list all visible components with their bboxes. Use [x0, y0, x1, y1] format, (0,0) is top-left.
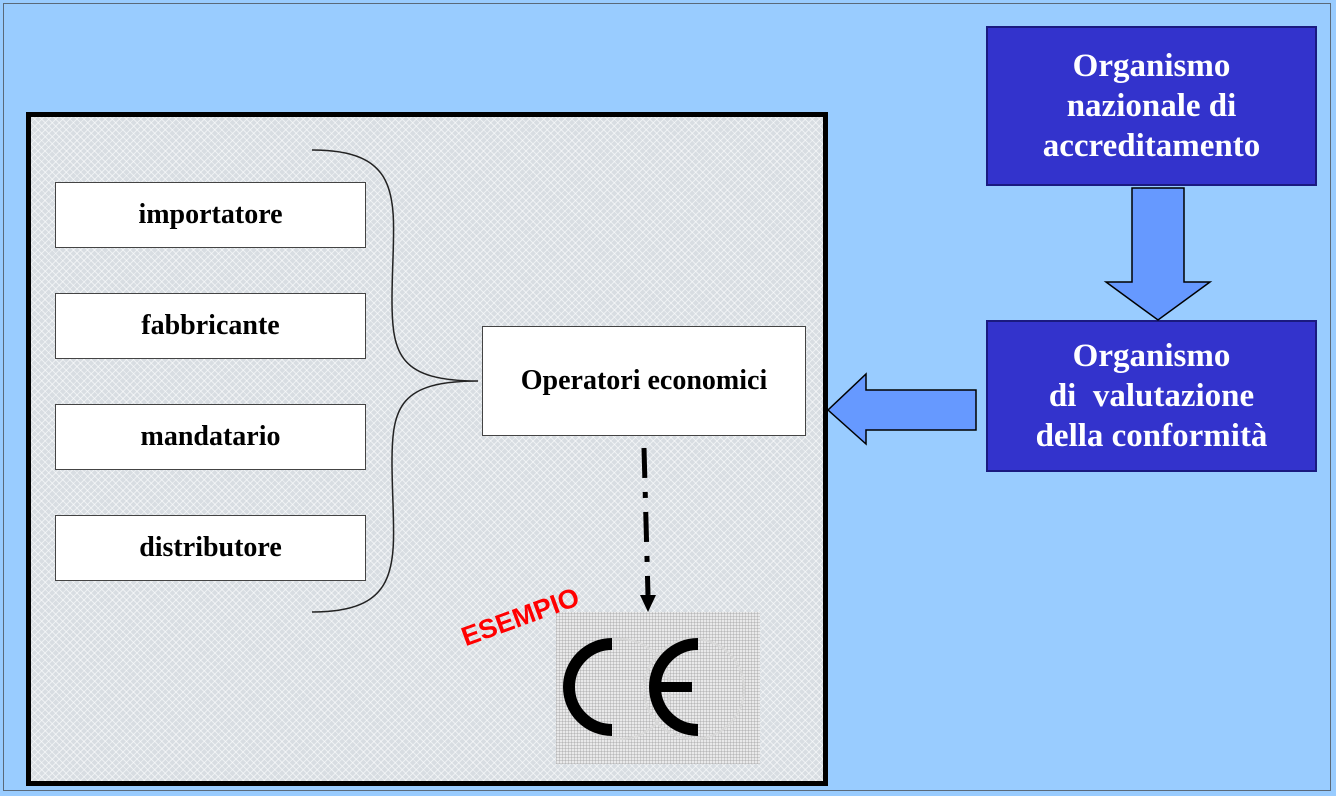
- accreditation-body-box: Organismo nazionale di accreditamento: [986, 26, 1317, 186]
- dashed-connector: [641, 447, 651, 596]
- role-box-mandatario: mandatario: [55, 404, 366, 470]
- conformity-line: di valutazione: [1048, 378, 1255, 414]
- down-arrow-icon: [1103, 187, 1213, 321]
- role-label: mandatario: [140, 421, 281, 452]
- role-label: importatore: [138, 199, 283, 230]
- role-box-importatore: importatore: [55, 182, 366, 248]
- left-arrow-icon: [826, 372, 977, 446]
- operators-box: Operatori economici: [482, 326, 806, 436]
- role-box-distributore: distributore: [55, 515, 366, 581]
- conformity-line: della conformità: [1035, 418, 1268, 454]
- ce-mark-icon: [563, 638, 745, 740]
- operators-label: Operatori economici: [520, 365, 768, 396]
- role-label: distributore: [139, 532, 282, 563]
- role-label: fabbricante: [141, 310, 280, 341]
- ce-mark-area: [556, 612, 760, 764]
- arrowhead-icon: [640, 595, 656, 612]
- conformity-line: Organismo: [1072, 338, 1231, 374]
- accreditation-line: nazionale di: [1066, 88, 1237, 124]
- slide-frame: [3, 3, 1331, 791]
- role-box-fabbricante: fabbricante: [55, 293, 366, 359]
- accreditation-line: Organismo: [1072, 48, 1231, 84]
- accreditation-line: accreditamento: [1042, 128, 1261, 164]
- conformity-body-box: Organismo di valutazione della conformit…: [986, 320, 1317, 472]
- brace-icon: [311, 149, 479, 613]
